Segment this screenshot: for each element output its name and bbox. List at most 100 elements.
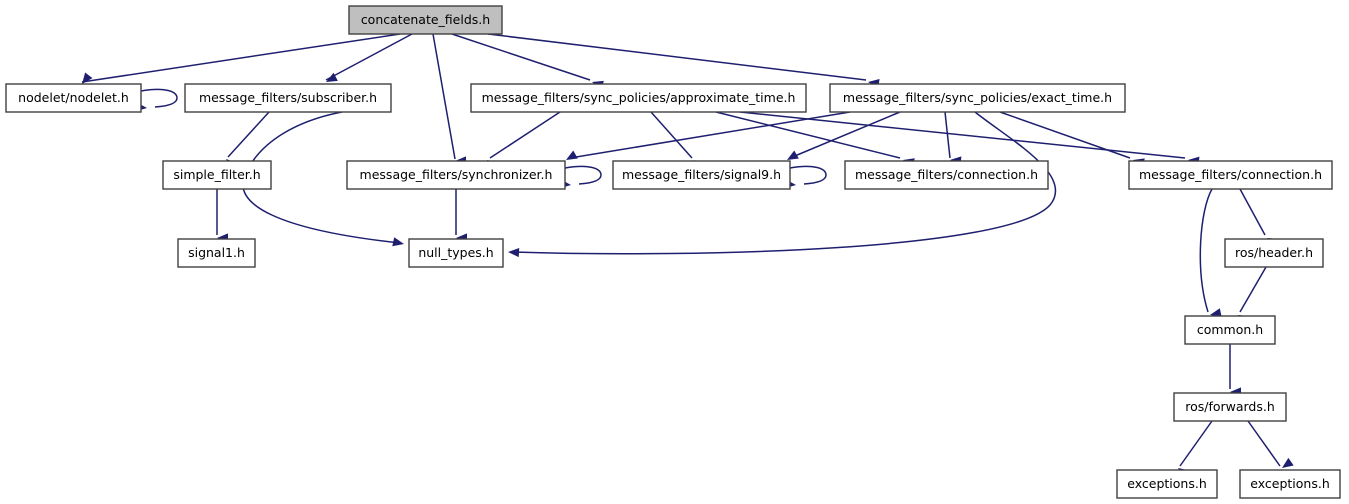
node-label: message_filters/synchronizer.h (360, 167, 553, 182)
node-box[interactable] (1224, 238, 1324, 268)
node-label: message_filters/signal9.h (622, 167, 781, 182)
node-box[interactable] (1184, 315, 1276, 345)
arrowhead-icon (82, 72, 93, 84)
edge-line (432, 33, 456, 160)
edge-line (789, 111, 901, 159)
edge-line (715, 111, 901, 159)
edge-line (140, 88, 178, 108)
node-box[interactable] (829, 83, 1126, 113)
node-box[interactable] (408, 238, 504, 268)
edge-concatenate_fields-to-nodelet_nodelet (81, 33, 401, 84)
node-exceptions_a[interactable]: exceptions.h (1116, 469, 1218, 499)
node-concatenate_fields[interactable]: concatenate_fields.h (348, 5, 503, 35)
edge-line (564, 165, 602, 185)
node-mf_exact_time[interactable]: message_filters/sync_policies/exact_time… (829, 83, 1126, 113)
edge-line (227, 111, 270, 158)
node-box[interactable] (1173, 392, 1287, 422)
node-label: signal1.h (188, 245, 245, 260)
node-label: concatenate_fields.h (361, 12, 490, 27)
edge-mf_exact_time-to-mf_synchronizer (566, 111, 851, 160)
edge-line (451, 33, 591, 81)
node-exceptions_b[interactable]: exceptions.h (1239, 469, 1341, 499)
edge-simple_filter-to-signal1 (216, 189, 228, 243)
node-label: ros/forwards.h (1185, 399, 1275, 414)
edge-line (569, 111, 851, 159)
arrowhead-icon (1210, 308, 1222, 318)
edge-mf_synchronizer-to-mf_synchronizer (559, 165, 602, 189)
node-ros_header[interactable]: ros/header.h (1224, 238, 1324, 268)
edge-line (944, 111, 951, 159)
edge-mf_exact_time-to-mf_signal9 (787, 111, 901, 160)
edge-mf_signal9-to-mf_signal9 (784, 165, 827, 189)
node-label: ros/header.h (1235, 245, 1313, 260)
edge-line (487, 33, 867, 81)
edge-line (1179, 420, 1213, 467)
node-box[interactable] (844, 160, 1049, 190)
arrowhead-icon (508, 247, 520, 258)
node-box[interactable] (5, 83, 142, 113)
edge-line (1239, 188, 1266, 236)
node-box[interactable] (1128, 160, 1333, 190)
edge-mf_exact_time-to-mf_connection_a (944, 111, 962, 166)
node-mf_synchronizer[interactable]: message_filters/synchronizer.h (346, 160, 566, 190)
node-label: null_types.h (418, 245, 493, 260)
node-box[interactable] (162, 160, 272, 190)
node-box[interactable] (348, 5, 503, 35)
node-null_types[interactable]: null_types.h (408, 238, 504, 268)
edge-line (1239, 266, 1267, 313)
node-signal1[interactable]: signal1.h (177, 238, 256, 268)
edge-line (650, 111, 693, 159)
node-mf_subscriber[interactable]: message_filters/subscriber.h (184, 83, 392, 113)
node-layer: concatenate_fields.h nodelet/nodelet.h mes… (5, 5, 1341, 499)
node-label: simple_filter.h (173, 167, 260, 182)
node-box[interactable] (1239, 469, 1341, 499)
node-box[interactable] (470, 83, 807, 113)
node-box[interactable] (612, 160, 791, 190)
edge-ros_forwards-to-exceptions_b (1247, 420, 1294, 468)
node-label: exceptions.h (1250, 476, 1330, 491)
node-label: message_filters/sync_policies/approximat… (482, 90, 796, 105)
edge-line (489, 111, 561, 159)
arrowhead-icon (1282, 457, 1294, 468)
node-label: message_filters/subscriber.h (199, 90, 377, 105)
edge-line (999, 111, 1131, 159)
edge-mf_exact_time-to-null_types (508, 111, 1057, 258)
node-box[interactable] (177, 238, 256, 268)
edge-concatenate_fields-to-mf_exact_time (487, 33, 880, 89)
node-box[interactable] (1116, 469, 1218, 499)
edge-line (81, 33, 401, 83)
node-mf_approximate_time[interactable]: message_filters/sync_policies/approximat… (470, 83, 807, 113)
node-mf_connection_b[interactable]: message_filters/connection.h (1128, 160, 1333, 190)
node-box[interactable] (346, 160, 566, 190)
node-label: message_filters/connection.h (1139, 167, 1322, 182)
node-label: message_filters/connection.h (855, 167, 1038, 182)
node-label: nodelet/nodelet.h (18, 90, 129, 105)
edge-concatenate_fields-to-mf_synchronizer (432, 33, 466, 166)
edge-line (325, 33, 413, 81)
node-common[interactable]: common.h (1184, 315, 1276, 345)
arrowhead-icon (326, 72, 338, 82)
edge-line (1199, 188, 1213, 313)
node-label: message_filters/sync_policies/exact_time… (843, 90, 1112, 105)
arrowhead-icon (566, 150, 578, 160)
node-box[interactable] (184, 83, 392, 113)
node-mf_signal9[interactable]: message_filters/signal9.h (612, 160, 791, 190)
edge-common-to-ros_forwards (1229, 344, 1241, 397)
node-label: common.h (1197, 322, 1263, 337)
node-mf_connection_a[interactable]: message_filters/connection.h (844, 160, 1049, 190)
edge-mf_exact_time-to-mf_connection_b (999, 111, 1145, 168)
edge-concatenate_fields-to-mf_approximate_time (451, 33, 604, 90)
node-simple_filter[interactable]: simple_filter.h (162, 160, 272, 190)
edge-mf_connection_b-to-common (1199, 188, 1222, 318)
node-ros_forwards[interactable]: ros/forwards.h (1173, 392, 1287, 422)
edge-mf_approximate_time-to-mf_connection_b (739, 111, 1200, 166)
edge-line (1247, 420, 1281, 467)
node-nodelet_nodelet[interactable]: nodelet/nodelet.h (5, 83, 142, 113)
edge-line (739, 111, 1186, 159)
edge-mf_synchronizer-to-null_types (455, 189, 467, 243)
edge-line (512, 111, 1057, 255)
edge-nodelet_nodelet-to-nodelet_nodelet (135, 88, 178, 112)
node-label: exceptions.h (1127, 476, 1207, 491)
